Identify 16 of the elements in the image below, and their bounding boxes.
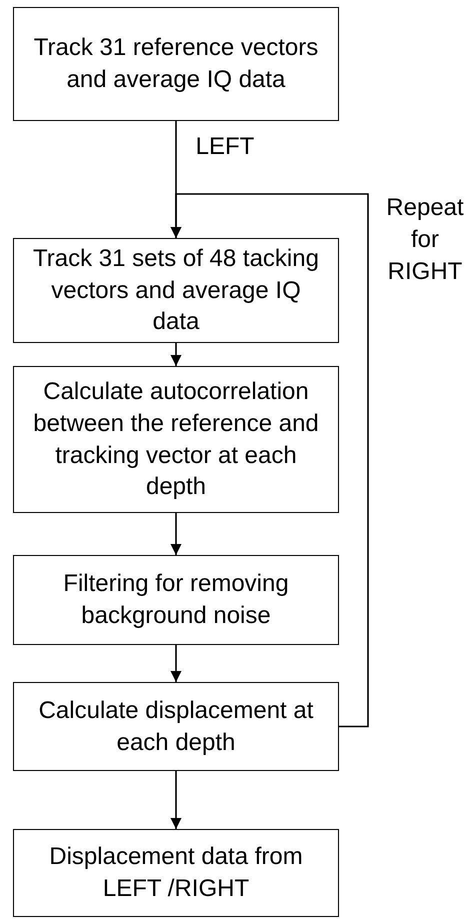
process-box xyxy=(13,366,339,513)
process-box xyxy=(13,238,339,343)
process-box xyxy=(13,555,339,645)
process-box xyxy=(13,829,339,917)
box-text: Calculate autocorrelation between the reference and tracking vector at each depth xyxy=(32,376,320,502)
box-text: Calculate displacement at each depth xyxy=(38,696,314,758)
arrow xyxy=(170,513,182,555)
arrow xyxy=(170,771,182,829)
process-box xyxy=(13,7,339,121)
box-text: Track 31 sets of 48 tacking vectors and average IQ data xyxy=(32,244,320,338)
box-text: Filtering for removing background noise xyxy=(62,569,290,631)
box-text: Track 31 reference vectors and average IQ data xyxy=(32,33,320,95)
box-text: Displacement data from LEFT /RIGHT xyxy=(48,842,304,904)
process-box xyxy=(13,682,339,771)
arrow xyxy=(170,645,182,682)
arrow xyxy=(170,343,182,366)
